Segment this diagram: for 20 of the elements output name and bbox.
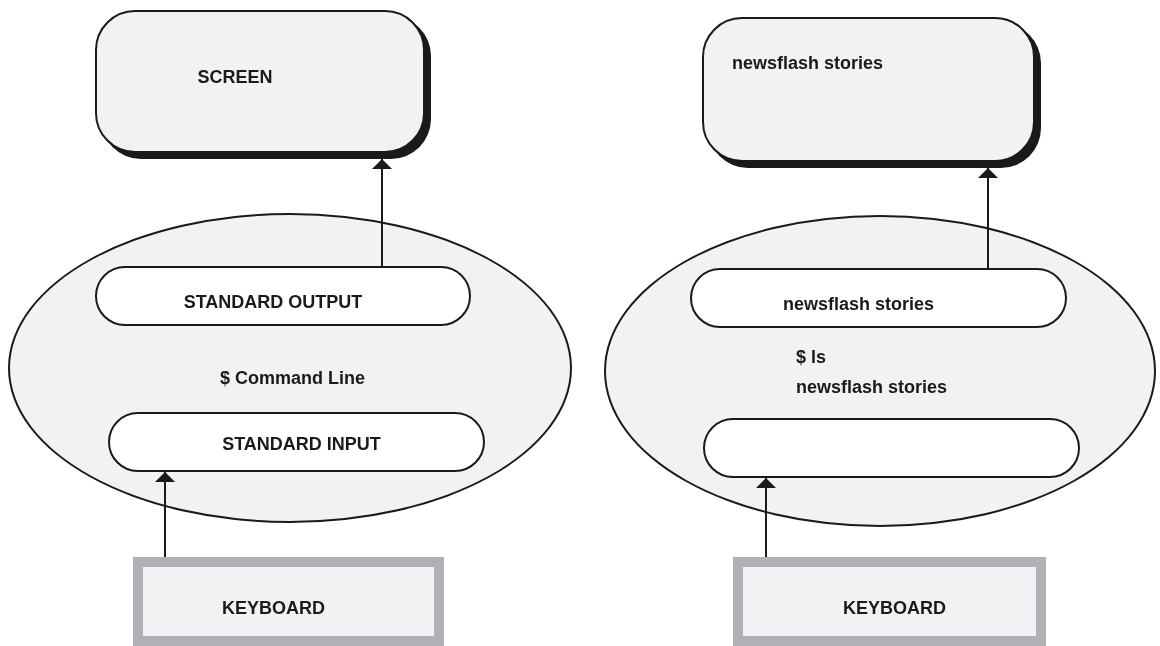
terminal-text: newsflash stories: [796, 376, 948, 399]
output-pill: [95, 266, 471, 326]
keyboard-box: [133, 557, 444, 646]
arrow: [756, 477, 776, 558]
node-label: newsflash stories: [782, 293, 935, 316]
arrow: [372, 158, 392, 267]
output-pill: [690, 268, 1067, 328]
node-label: STANDARD INPUT: [222, 433, 381, 456]
node-label: $ Command Line: [220, 367, 366, 390]
input-pill: [108, 412, 485, 472]
terminal-text: $ ls: [796, 346, 828, 369]
node-label: newsflash stories: [732, 52, 884, 75]
arrow: [978, 167, 998, 269]
node-label: KEYBOARD: [222, 597, 325, 620]
node-label: KEYBOARD: [843, 597, 946, 620]
node-label: STANDARD OUTPUT: [183, 291, 363, 314]
keyboard-box: [733, 557, 1046, 646]
input-pill: [703, 418, 1080, 478]
node-label: SCREEN: [197, 66, 273, 89]
arrow: [155, 471, 175, 558]
